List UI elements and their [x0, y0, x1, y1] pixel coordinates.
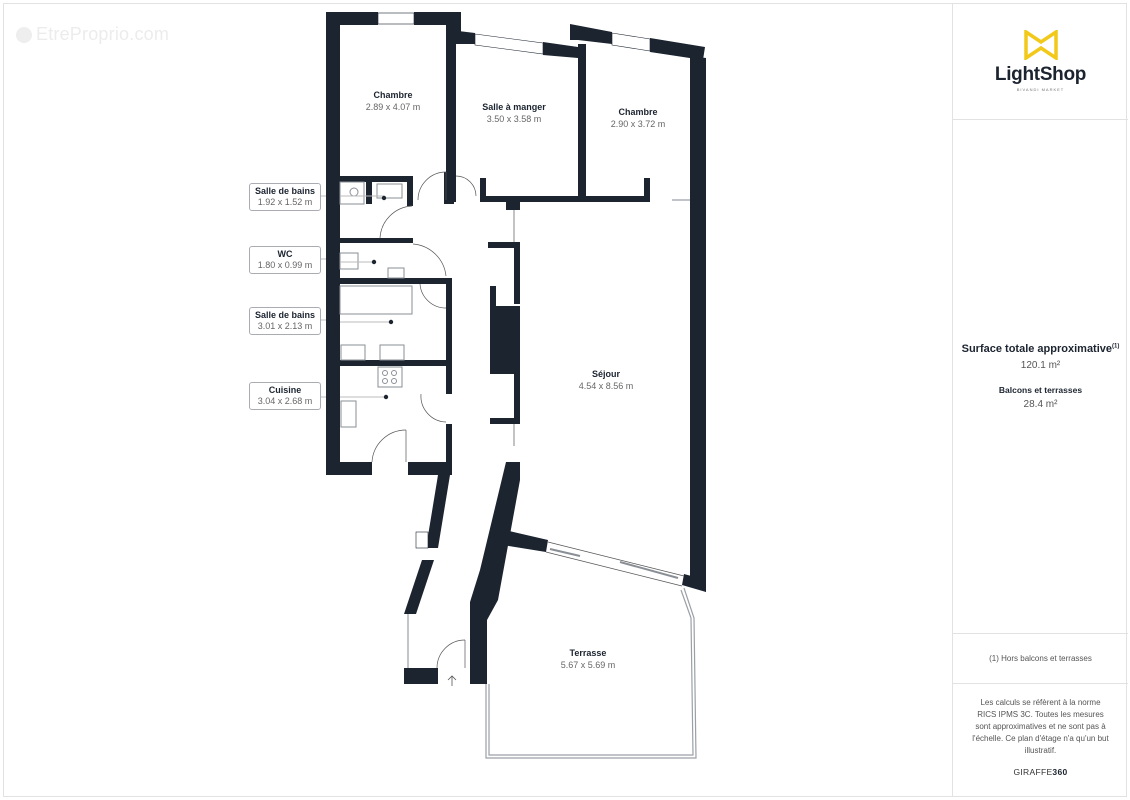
total-surface-title: Surface totale approximative(1) [961, 343, 1120, 355]
room-name: Terrasse [569, 648, 607, 658]
room-name: Chambre [618, 107, 658, 117]
surface-summary: Surface totale approximative(1) 120.1 m²… [953, 120, 1128, 634]
room-name: Chambre [373, 90, 413, 100]
brand-logo: LightShop BIVANDI MARKET [953, 3, 1128, 120]
room-salle-a-manger: Salle à manger 3.50 x 3.58 m [482, 102, 546, 124]
room-name: Salle à manger [482, 102, 546, 112]
watermark-text: EtreProprio.com [36, 24, 170, 44]
callout-salle-de-bains-2: Salle de bains 3.01 x 2.13 m [249, 307, 321, 335]
brand-name: LightShop [994, 64, 1087, 85]
copyright-icon [16, 26, 32, 43]
footnote: (1) Hors balcons et terrasses [953, 634, 1128, 684]
floor-plan-drawing [321, 12, 706, 759]
balcony-value: 28.4 m² [1023, 399, 1058, 410]
room-dimensions: 3.04 x 2.68 m [257, 396, 313, 406]
watermark: EtreProprio.com [16, 24, 169, 45]
room-name: Cuisine [268, 385, 302, 395]
room-dimensions: 2.90 x 3.72 m [610, 119, 666, 129]
room-name: Séjour [591, 369, 621, 379]
brand-tagline: BIVANDI MARKET [1016, 87, 1065, 92]
lightshop-logo-icon [1023, 30, 1058, 60]
callout-wc: WC 1.80 x 0.99 m [249, 246, 321, 274]
room-name: WC [277, 249, 293, 259]
room-chambre-1: Chambre 2.89 x 4.07 m [366, 90, 421, 112]
disclaimer-section: Les calculs se réfèrent à la norme RICS … [953, 684, 1128, 797]
balcony-title: Balcons et terrasses [998, 385, 1083, 395]
room-dimensions: 5.67 x 5.69 m [560, 660, 616, 670]
credit: GIRAFFE360 [1013, 767, 1068, 777]
callout-salle-de-bains-1: Salle de bains 1.92 x 1.52 m [249, 183, 321, 211]
info-panel: LightShop BIVANDI MARKET Surface totale … [952, 3, 1128, 797]
disclaimer-text: Les calculs se réfèrent à la norme RICS … [972, 698, 1109, 755]
room-terrasse: Terrasse 5.67 x 5.69 m [561, 648, 616, 670]
callout-cuisine: Cuisine 3.04 x 2.68 m [249, 382, 321, 410]
room-dimensions: 2.89 x 4.07 m [365, 102, 421, 112]
room-sejour: Séjour 4.54 x 8.56 m [579, 369, 634, 391]
floor-plan: Chambre 2.89 x 4.07 m Salle à manger 3.5… [249, 12, 706, 759]
room-dimensions: 4.54 x 8.56 m [578, 381, 634, 391]
room-dimensions: 1.92 x 1.52 m [257, 197, 313, 207]
room-name: Salle de bains [254, 186, 316, 196]
page-frame [3, 3, 1127, 797]
room-dimensions: 1.80 x 0.99 m [257, 260, 313, 270]
room-chambre-2: Chambre 2.90 x 3.72 m [611, 107, 666, 129]
total-surface-value: 120.1 m² [1020, 360, 1061, 371]
room-dimensions: 3.01 x 2.13 m [257, 321, 313, 331]
room-name: Salle de bains [254, 310, 316, 320]
room-dimensions: 3.50 x 3.58 m [486, 114, 542, 124]
